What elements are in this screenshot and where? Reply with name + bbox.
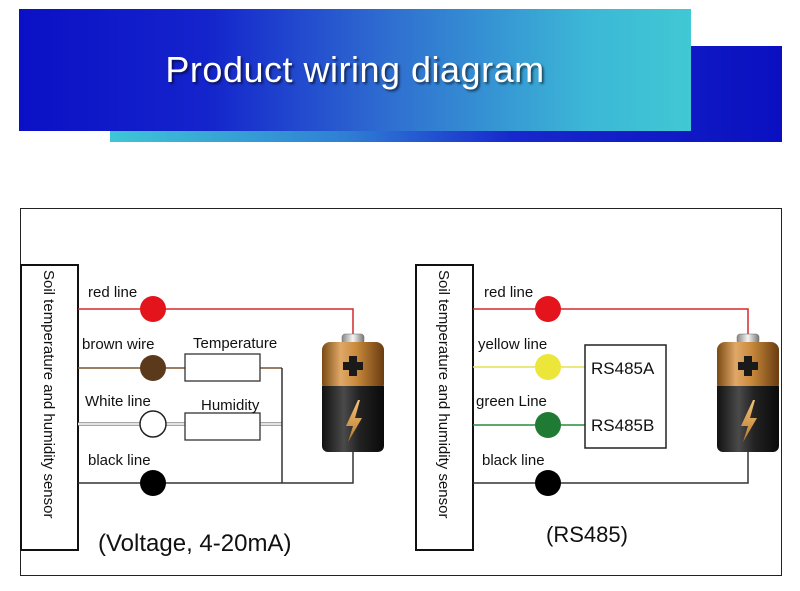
red-wire <box>473 308 749 336</box>
sensor-box <box>20 264 79 551</box>
rs485b-label: RS485B <box>591 416 654 435</box>
component-label-humidity: Humidity <box>201 397 260 414</box>
black-wire <box>473 452 749 484</box>
humidity-resistor <box>184 412 261 441</box>
component-label-temperature: Temperature <box>193 335 277 352</box>
brown-terminal <box>140 355 166 381</box>
black-terminal <box>535 470 561 496</box>
lightning-icon <box>741 400 757 442</box>
panel-rs485: Soil temperature and humidity sensor red… <box>415 264 779 551</box>
caption-rs485: (RS485) <box>546 522 628 547</box>
red-wire <box>78 308 354 336</box>
green-terminal <box>535 412 561 438</box>
black-terminal <box>140 470 166 496</box>
wire-label-red: red line <box>484 284 533 301</box>
white-terminal <box>139 410 167 438</box>
wire-label-red: red line <box>88 284 137 301</box>
wire-label-black: black line <box>88 452 151 469</box>
wire-label-brown: brown wire <box>82 336 155 353</box>
plus-icon <box>738 356 758 376</box>
red-terminal <box>535 296 561 322</box>
wire-label-green: green Line <box>476 393 547 410</box>
header-banner: Product wiring diagram <box>19 9 691 131</box>
sensor-label: Soil temperature and humidity sensor <box>40 270 57 518</box>
red-terminal <box>140 296 166 322</box>
yellow-terminal <box>535 354 561 380</box>
page-title: Product wiring diagram <box>165 49 545 90</box>
plus-icon <box>343 356 363 376</box>
lightning-icon <box>346 400 362 442</box>
black-wire <box>78 452 354 484</box>
wire-label-white: White line <box>85 393 151 410</box>
sensor-box <box>415 264 474 551</box>
caption-analog: (Voltage, 4-20mA) <box>98 530 291 557</box>
temperature-resistor <box>184 353 261 382</box>
battery-icon <box>322 333 384 452</box>
rs485a-label: RS485A <box>591 359 655 378</box>
panel-analog: Soil temperature and humidity sensor red… <box>20 264 384 557</box>
sensor-label: Soil temperature and humidity sensor <box>435 270 452 518</box>
battery-icon <box>717 333 779 452</box>
wire-label-black: black line <box>482 452 545 469</box>
wire-label-yellow: yellow line <box>478 336 547 353</box>
rs485-module <box>584 344 667 449</box>
